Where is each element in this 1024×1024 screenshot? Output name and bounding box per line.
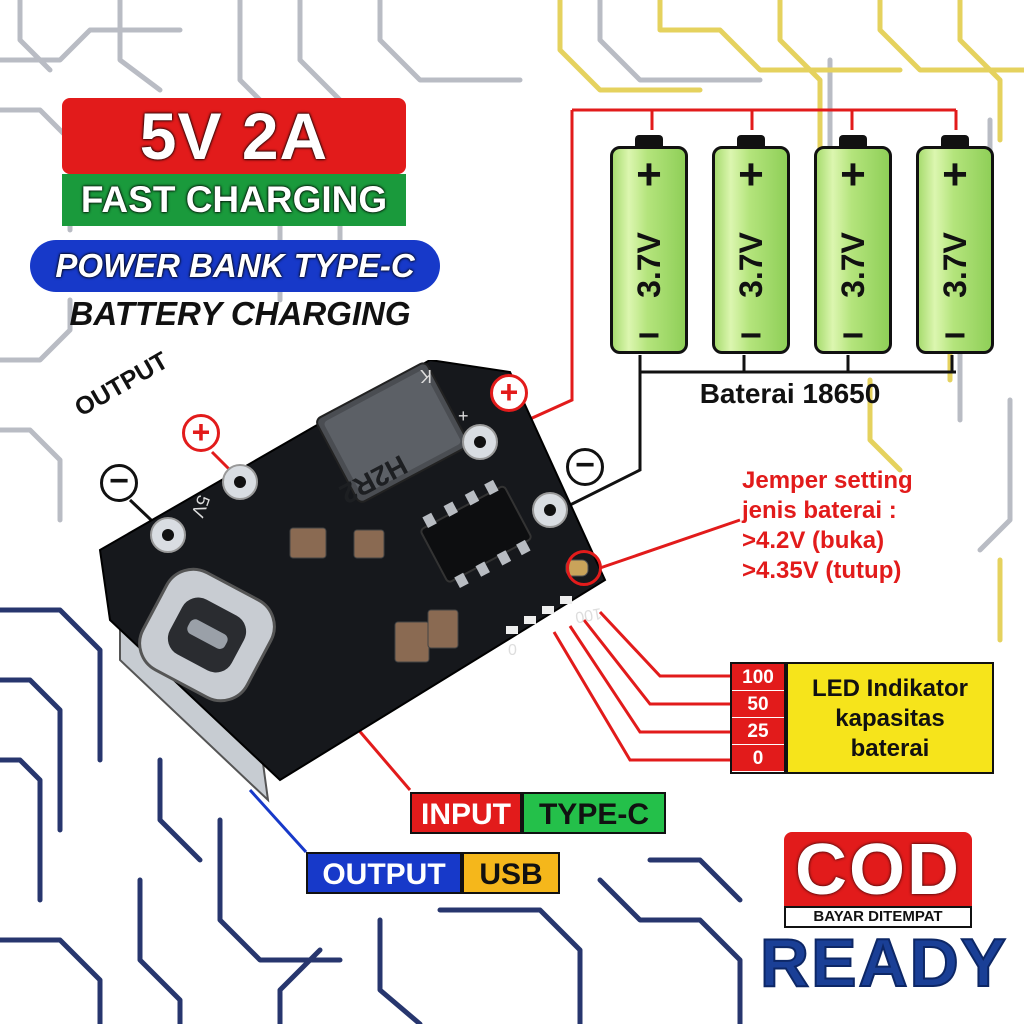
title-power-bank: POWER BANK TYPE-C [30, 240, 440, 292]
battery-minus: − [943, 315, 967, 357]
battery-plus-symbol: + [490, 374, 528, 412]
led-title-line: kapasitas [835, 705, 945, 732]
battery-terminal [737, 135, 765, 147]
led-25 [524, 616, 536, 624]
battery-type-label: Baterai 18650 [699, 378, 881, 409]
input-type-tag: TYPE-C [522, 792, 666, 834]
battery-terminal [941, 135, 969, 147]
battery-minus-symbol: − [566, 448, 604, 486]
battery-plus: + [636, 150, 662, 199]
capacitor [427, 609, 459, 649]
led-level-list: 100 50 25 0 [730, 662, 786, 774]
silk-plus: + [458, 406, 469, 426]
led-indicator-label: LED Indikator kapasitas baterai [786, 662, 994, 774]
battery-cell-1: + 3.7V − [610, 135, 688, 357]
jumper-line: >4.35V (tutup) [742, 557, 902, 584]
output-plus-symbol: + [182, 414, 220, 452]
battery-cell-4: + 3.7V − [916, 135, 994, 357]
silk-k: K [420, 366, 432, 386]
battery-cell-3: + 3.7V − [814, 135, 892, 357]
jumper-highlight-ring [566, 550, 602, 586]
title-5v-2a: 5V 2A [62, 98, 406, 174]
jumper-note: Jemper setting jenis baterai : >4.2V (bu… [742, 466, 1002, 586]
battery-minus: − [841, 315, 865, 357]
capacitor [353, 529, 385, 559]
output-tag: OUTPUT [306, 852, 462, 894]
cod-subtitle: BAYAR DITEMPAT [784, 906, 972, 928]
charger-ic [420, 479, 532, 589]
charger-board: H2R2 + K 5V 100 0 [98, 360, 607, 803]
title-battery-charging: BATTERY CHARGING [69, 295, 411, 332]
led-50 [542, 606, 554, 614]
battery-plus: + [738, 150, 764, 199]
led-level-25: 25 [732, 718, 784, 745]
silk-100: 100 [574, 604, 603, 625]
output-type-tag: USB [462, 852, 560, 894]
battery-minus: − [739, 315, 763, 357]
led-title-line: baterai [850, 735, 930, 762]
led-title-line: LED Indikator [811, 675, 968, 702]
silk-0: 0 [508, 642, 517, 659]
inductor [316, 362, 469, 503]
capacitor [394, 621, 430, 663]
output-minus-symbol: − [100, 464, 138, 502]
battery-minus: − [637, 315, 661, 357]
led-100 [560, 596, 572, 604]
led-0 [506, 626, 518, 634]
battery-terminal [839, 135, 867, 147]
input-tag: INPUT [410, 792, 522, 834]
led-level-100: 100 [732, 664, 784, 691]
ready-label: READY [759, 925, 1009, 1001]
battery-plus: + [942, 150, 968, 199]
capacitor [289, 527, 327, 559]
battery-plus: + [840, 150, 866, 199]
jumper-line: >4.2V (buka) [742, 527, 885, 554]
title-fast-charging: FAST CHARGING [62, 174, 406, 226]
led-level-50: 50 [732, 691, 784, 718]
battery-terminal [635, 135, 663, 147]
jumper-line: jenis baterai : [742, 497, 897, 524]
jumper-line: Jemper setting [742, 467, 913, 494]
battery-cell-2: + 3.7V − [712, 135, 790, 357]
led-level-0: 0 [732, 745, 784, 772]
